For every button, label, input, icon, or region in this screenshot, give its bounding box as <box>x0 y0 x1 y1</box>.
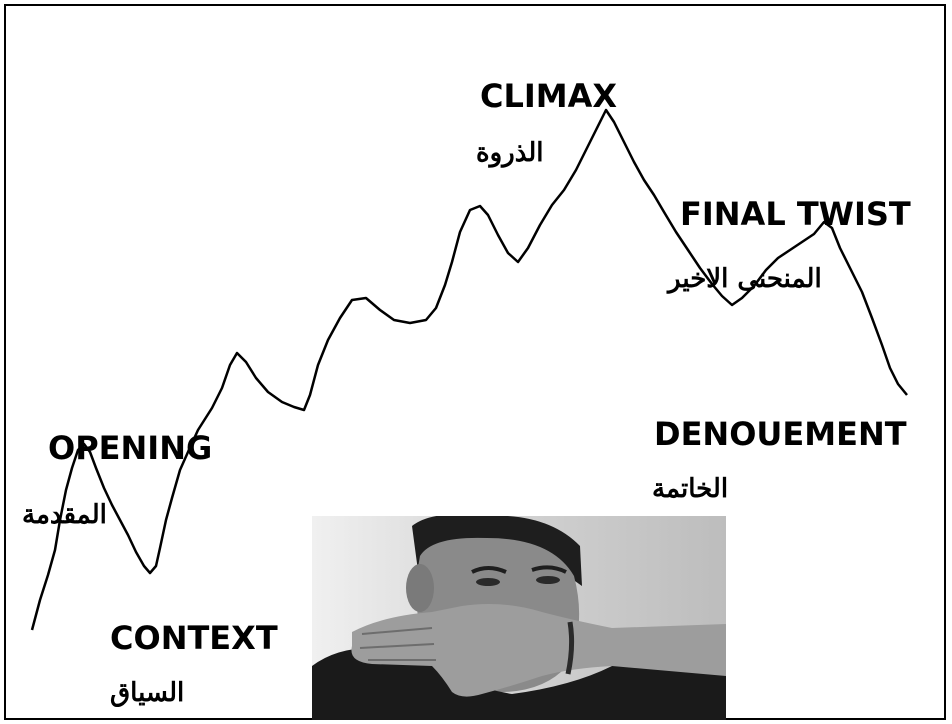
opening-label: OPENING <box>48 429 213 467</box>
portrait-image <box>312 516 726 720</box>
final-twist-arabic-label: المنحنى الاخير <box>668 264 822 294</box>
climax-arabic-label: الذروة <box>476 138 544 168</box>
portrait-photo <box>312 516 726 720</box>
denouement-arabic-label: الخاتمة <box>652 474 729 504</box>
denouement-label: DENOUEMENT <box>654 415 907 453</box>
climax-label: CLIMAX <box>480 77 618 115</box>
context-arabic-label: السياق <box>110 678 185 708</box>
opening-arabic-label: المقدمة <box>22 500 107 530</box>
context-label: CONTEXT <box>110 619 278 657</box>
final-twist-label: FINAL TWIST <box>680 195 911 233</box>
narrative-arc-line <box>30 108 908 631</box>
